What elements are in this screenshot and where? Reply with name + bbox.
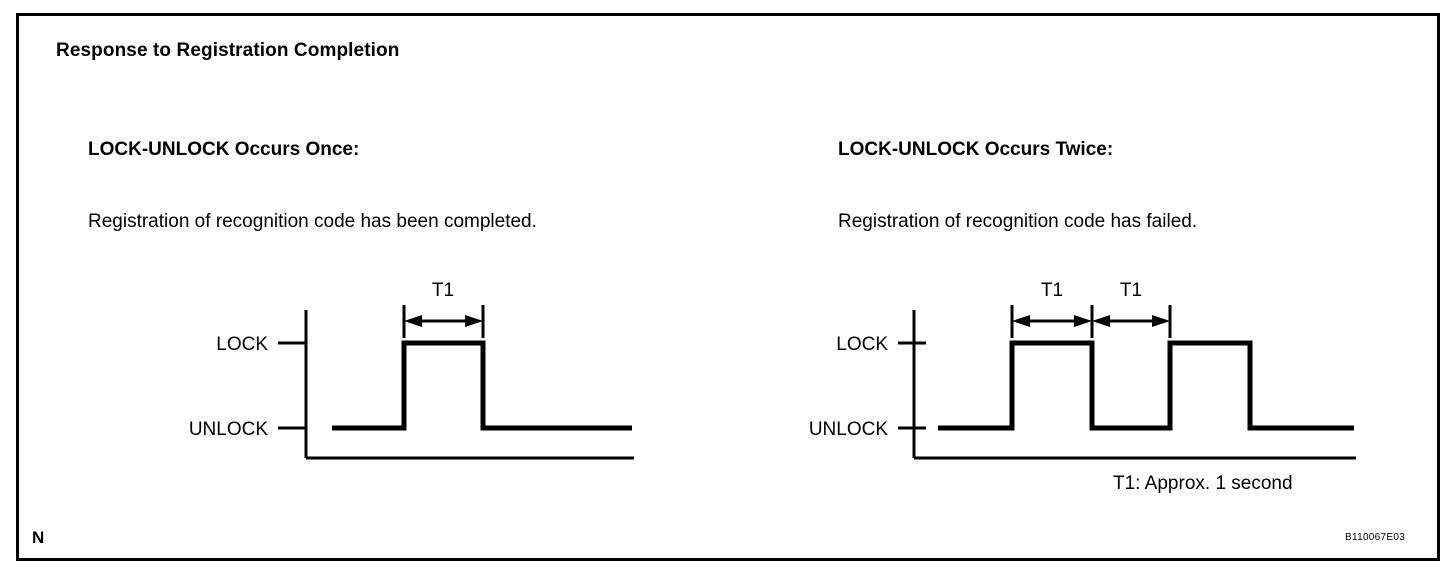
figure-code: B110067E03 — [1345, 532, 1406, 543]
waveform-chart-occurs-once: LOCK UNLOCK T1 — [189, 280, 634, 460]
axis-label-lock: LOCK — [836, 334, 888, 355]
page-title: Response to Registration Completion — [56, 40, 400, 61]
case-heading-occurs-twice: LOCK-UNLOCK Occurs Twice: — [838, 139, 1114, 160]
waveform-trace — [332, 340, 632, 431]
axis-label-lock: LOCK — [216, 334, 268, 355]
dimension-arrow-t1-second — [1092, 315, 1170, 327]
case-heading-occurs-once: LOCK-UNLOCK Occurs Once: — [88, 139, 360, 160]
dimension-label-t1-first: T1 — [1041, 280, 1063, 301]
dimension-label-t1: T1 — [432, 280, 454, 301]
waveform-chart-occurs-twice: LOCK UNLOCK T1 T1 — [809, 280, 1356, 460]
waveform-trace — [938, 340, 1354, 431]
dimension-arrow-t1-first — [1012, 315, 1092, 327]
case-description-occurs-twice: Registration of recognition code has fai… — [838, 211, 1198, 232]
case-description-occurs-once: Registration of recognition code has bee… — [88, 211, 537, 232]
timing-note: T1: Approx. 1 second — [1113, 473, 1293, 494]
case-column-occurs-twice: LOCK-UNLOCK Occurs Twice: Registration o… — [790, 0, 1424, 548]
case-column-occurs-once: LOCK-UNLOCK Occurs Once: Registration of… — [88, 139, 634, 460]
corner-mark: N — [32, 528, 45, 547]
axis-label-unlock: UNLOCK — [189, 419, 269, 440]
figure-border — [16, 13, 1440, 561]
axis-label-unlock: UNLOCK — [809, 419, 889, 440]
dimension-label-t1-second: T1 — [1120, 280, 1142, 301]
dimension-arrow-t1 — [404, 315, 483, 327]
